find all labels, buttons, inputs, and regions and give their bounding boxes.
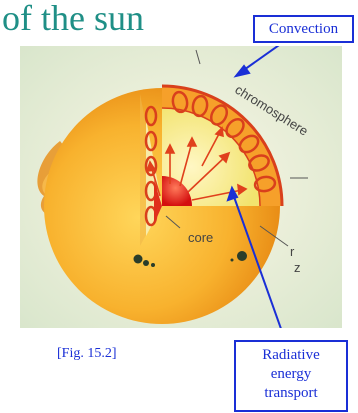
sunspot bbox=[134, 255, 143, 264]
sunspot bbox=[143, 260, 149, 266]
sunspot bbox=[151, 263, 155, 267]
radiative-label-line2: energy bbox=[236, 365, 346, 384]
convection-callout: Convection bbox=[253, 15, 354, 43]
convection-label: Convection bbox=[269, 21, 338, 37]
partial-label-z: z bbox=[294, 260, 301, 275]
radiative-label-line1: Radiative bbox=[236, 346, 346, 365]
sun-cutaway-diagram: chromosphere core r z bbox=[20, 46, 342, 328]
sunspot bbox=[231, 259, 234, 262]
radiative-transport-callout: Radiative energy transport bbox=[234, 340, 348, 412]
sunspot bbox=[237, 251, 247, 261]
radiative-label-line3: transport bbox=[236, 384, 346, 403]
partial-label-r: r bbox=[290, 244, 295, 259]
figure-reference: [Fig. 15.2] bbox=[57, 346, 117, 362]
core-label: core bbox=[188, 230, 213, 245]
slide-title: of the sun bbox=[2, 0, 144, 40]
